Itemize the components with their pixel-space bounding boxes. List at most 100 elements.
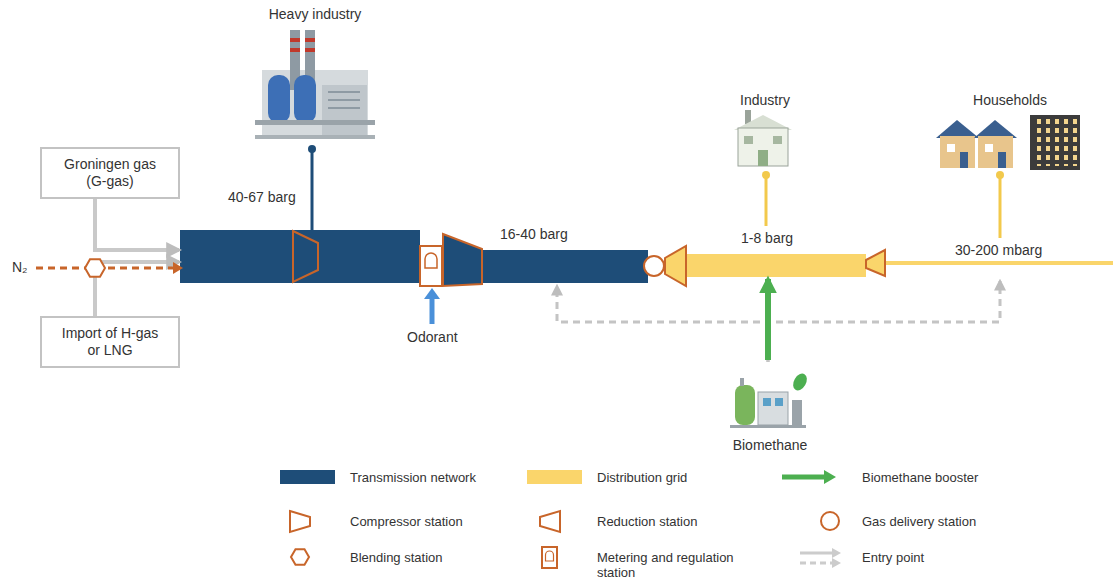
households-icon-part [985,144,993,152]
consumer-node: Households [930,92,1090,172]
legend-entry: Entry point [862,550,924,565]
biomethane-plant-icon [730,371,810,428]
legend-symbols-part [824,470,836,484]
households-icon-part [1034,118,1077,166]
biomethane-plant-icon-part [730,425,806,428]
heavy-industry-icon [255,30,375,139]
connector-line [95,262,179,316]
pipeline-connector [768,281,1000,362]
n2-feed-line-part [85,259,105,276]
pipeline-connector [308,145,316,230]
connector-dot [762,171,770,179]
consumer-node: Industry [715,92,815,172]
legend-label: Biomethane booster [862,470,978,485]
distribution-pipe: 30-200 mbarg [885,261,1113,265]
legend-symbols-part [540,511,560,532]
legend-symbols-part [832,548,841,558]
legend-symbols-part [782,475,826,480]
biomethane-plant-icon-part [775,398,783,406]
legend-entry: Compressor station [350,514,463,529]
industry-icon-part [744,136,753,144]
pipe-stations-part [293,231,318,282]
industry-icon-part [738,128,788,166]
connector-line [95,199,179,250]
legend-label: Compressor station [350,514,463,529]
industry-icon-part [773,136,782,144]
biomethane-plant-icon-part [792,400,802,425]
pipe-stations-part [866,250,885,276]
connector-line [557,286,768,362]
pipe-stations-part [644,256,664,276]
producer-node: Biomethane [715,362,825,454]
node-label: Biomethane [715,437,825,454]
heavy-industry-icon-part [305,48,315,52]
legend-swatch [527,470,582,484]
biomethane-plant-icon-part [763,398,771,406]
consumer-node: Heavy industry [250,6,380,146]
households-icon-part [978,136,1013,168]
legend-label: Transmission network [350,470,476,485]
industry-icon-part [758,150,768,166]
households-icon-part [940,136,975,168]
transmission-pipe-fill [180,230,420,283]
heavy-industry-icon-part [328,91,360,93]
legend-entry: Biomethane booster [862,470,978,485]
pressure-label: 1-8 barg [741,230,793,247]
legend-entry: Reduction station [597,514,697,529]
biomethane-plant-icon-part [758,392,788,425]
transmission-pipe: 16-40 barg [482,250,648,283]
pipeline-connector [762,171,770,226]
connector-line [765,279,771,360]
legend-symbols-part [542,547,557,568]
n2-feed-line [36,259,183,276]
legend-symbols-part [290,511,310,532]
legend-symbols-part [800,552,834,555]
heavy-industry-icon-part [290,48,300,52]
legend-entry: Metering and regulation station [597,550,762,580]
connector-dot [996,171,1004,179]
distribution-pipe-fill [885,261,1113,265]
legend-entry: Blending station [350,550,443,565]
heavy-industry-icon-part [255,135,375,139]
legend-symbols-part [546,551,554,561]
households-icon-part [936,120,979,138]
households-icon-part [974,120,1017,138]
legend-entry: Gas delivery station [862,514,976,529]
transmission-pipe: 40-67 barg [180,230,420,283]
households-icon [936,115,1080,170]
heavy-industry-icon-part [255,120,375,125]
pressure-label: 40-67 barg [228,189,296,206]
households-icon-part [960,152,968,168]
legend-label: Reduction station [597,514,697,529]
pressure-label: 16-40 barg [500,226,568,243]
connector-line [768,281,1000,362]
gas-label: N₂ [12,259,28,276]
pipe-stations [293,231,885,286]
odorant-arrow-part [424,288,440,299]
legend-symbols-part [800,562,834,565]
legend-label: Distribution grid [597,470,687,485]
pipeline-connector [95,199,179,250]
gas-label-holder: N₂ [12,259,28,276]
heavy-industry-icon-part [328,107,360,109]
source-box: Import of H-gas or LNG [40,316,180,368]
households-icon-part [1030,115,1080,170]
odorant-arrow-part [430,298,435,324]
heavy-industry-icon-part [305,38,315,42]
node-label: Groningen gas (G-gas) [54,156,166,190]
legend-label: Entry point [862,550,924,565]
pipe-stations-part [665,246,686,286]
pipeline-connector [996,171,1004,238]
pipe-stations-part [420,246,442,286]
legend-swatch [280,470,335,484]
distribution-pipe-fill [686,254,866,277]
legend-symbols-part [291,549,309,565]
n2-feed-line-part [173,262,183,274]
legend-symbols [290,470,841,568]
heavy-industry-icon-part [322,85,367,135]
connector-line [765,175,768,226]
station-label: Odorant [407,329,458,346]
transmission-pipe-fill [482,250,648,283]
